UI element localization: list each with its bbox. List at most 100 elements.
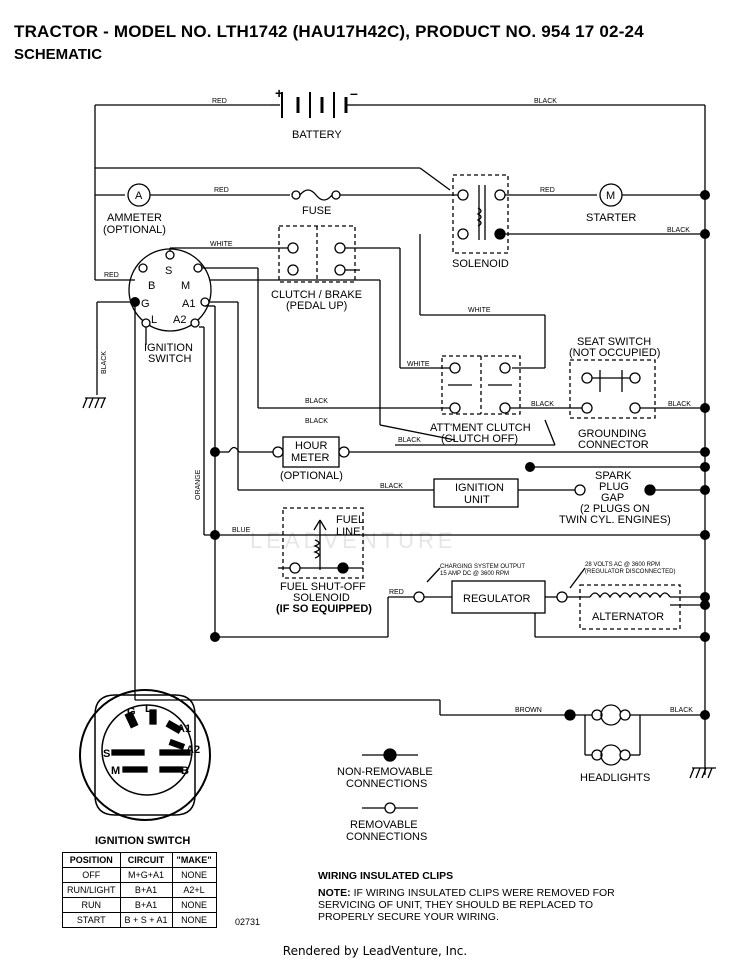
spark-plug-label-3: GAP bbox=[601, 492, 624, 504]
ignition-switch-face: G L A1 S A2 M B bbox=[79, 689, 211, 821]
attachment-clutch-note: (CLUTCH OFF) bbox=[441, 433, 518, 445]
seat-switch-label: SEAT SWITCH bbox=[577, 336, 651, 348]
grounding-connector-label: GROUNDING bbox=[578, 428, 646, 440]
svg-text:A2: A2 bbox=[173, 314, 186, 326]
solenoid-label: SOLENOID bbox=[452, 258, 509, 270]
fuel-solenoid-label: FUEL SHUT-OFF bbox=[280, 581, 366, 593]
headlight-1-symbol bbox=[600, 704, 622, 726]
hour-meter-label: HOUR bbox=[295, 440, 327, 452]
svg-text:L: L bbox=[151, 314, 157, 326]
charging-note-1: CHARGING SYSTEM OUTPUT bbox=[440, 564, 525, 570]
table-row: RUN/LIGHT B+A1 A2+L bbox=[62, 882, 217, 898]
page-subtitle: SCHEMATIC bbox=[14, 46, 103, 63]
svg-text:CONNECTIONS: CONNECTIONS bbox=[346, 778, 427, 790]
table-row: OFF M+G+A1 NONE bbox=[62, 867, 217, 883]
wire-label-orange: ORANGE bbox=[195, 469, 202, 500]
svg-text:G: G bbox=[127, 706, 136, 718]
hour-meter-label-2: METER bbox=[291, 452, 330, 464]
svg-text:S: S bbox=[103, 748, 110, 760]
wire-label-black-battery: BLACK bbox=[534, 98, 557, 105]
table-row: RUN B+A1 NONE bbox=[62, 897, 217, 913]
wire-label-black-seat: BLACK bbox=[531, 401, 554, 408]
wire-label-black-ground-left: BLACK bbox=[101, 351, 108, 374]
legend-removable: REMOVABLE CONNECTIONS bbox=[346, 802, 427, 843]
wire-label-white-attachment: WHITE bbox=[407, 361, 430, 368]
right-rail-junctions bbox=[130, 190, 710, 720]
wire-label-blue: BLUE bbox=[232, 527, 251, 534]
solenoid-box bbox=[452, 174, 509, 254]
wire-label-red-ignition: RED bbox=[104, 272, 119, 279]
legend-non-removable: NON-REMOVABLE CONNECTIONS bbox=[337, 748, 433, 790]
ignition-unit-label: IGNITION bbox=[455, 482, 504, 494]
svg-text:A1: A1 bbox=[177, 723, 191, 735]
headlight-2-symbol bbox=[600, 744, 622, 766]
table-header: CIRCUIT bbox=[119, 852, 173, 868]
ignition-switch-label: IGNITION bbox=[144, 342, 193, 354]
svg-text:M: M bbox=[181, 280, 190, 292]
note-line-1: IF WIRING INSULATED CLIPS WERE REMOVED F… bbox=[353, 887, 615, 899]
fuel-solenoid-label-2: SOLENOID bbox=[293, 592, 350, 604]
wire-label-red-battery: RED bbox=[212, 98, 227, 105]
svg-text:S: S bbox=[165, 265, 172, 277]
svg-text:M: M bbox=[111, 765, 120, 777]
svg-text:CONNECTIONS: CONNECTIONS bbox=[346, 831, 427, 843]
fuel-solenoid-note: (IF SO EQUIPPED) bbox=[276, 603, 372, 615]
ignition-position-table: POSITION CIRCUIT "MAKE" OFF M+G+A1 NONE … bbox=[62, 852, 217, 928]
page-title: TRACTOR - MODEL NO. LTH1742 (HAU17H42C),… bbox=[14, 22, 644, 41]
ignition-switch-label-2: SWITCH bbox=[148, 353, 191, 365]
note-label: NOTE: bbox=[318, 887, 351, 899]
wire-label-black-2: BLACK bbox=[305, 418, 328, 425]
alternator-note-2: (REGULATOR DISCONNECTED) bbox=[585, 569, 675, 575]
table-header: POSITION bbox=[62, 852, 121, 868]
alternator-note-1: 28 VOLTS AC @ 3600 RPM bbox=[585, 562, 660, 568]
battery-label: BATTERY bbox=[292, 129, 342, 141]
wire-label-black-ground: BLACK bbox=[668, 401, 691, 408]
svg-text:M: M bbox=[606, 190, 615, 202]
wire-label-white-clutch: WHITE bbox=[468, 307, 491, 314]
starter-label: STARTER bbox=[586, 212, 636, 224]
wire-label-black-ignition-unit: BLACK bbox=[380, 483, 403, 490]
wire-label-black-solenoid: BLACK bbox=[667, 227, 690, 234]
ignition-unit-label-2: UNIT bbox=[464, 494, 490, 506]
svg-text:–: – bbox=[350, 85, 358, 101]
note-line-3: PROPERLY SECURE YOUR WIRING. bbox=[318, 911, 499, 923]
ignition-switch-symbol bbox=[128, 248, 212, 332]
watermark: LEADVENTURE bbox=[250, 528, 457, 553]
grounding-connector-label-2: CONNECTOR bbox=[578, 439, 649, 451]
svg-text:A1: A1 bbox=[182, 298, 195, 310]
wire-label-red-regulator: RED bbox=[389, 589, 404, 596]
svg-text:L: L bbox=[145, 703, 152, 715]
svg-text:REMOVABLE: REMOVABLE bbox=[350, 819, 418, 831]
diagram-code: 02731 bbox=[235, 917, 261, 927]
battery-symbol: + – bbox=[95, 85, 705, 118]
seat-switch-note: (NOT OCCUPIED) bbox=[569, 347, 660, 359]
fuel-line-label: FUEL bbox=[336, 514, 364, 526]
alternator-label: ALTERNATOR bbox=[592, 611, 664, 623]
note-line-2: SERVICING OF UNIT, THEY SHOULD BE REPLAC… bbox=[318, 899, 594, 911]
attachment-clutch-label: ATT'MENT CLUTCH bbox=[430, 422, 531, 434]
ignition-unit-box bbox=[433, 478, 519, 508]
table-row: START B + S + A1 NONE bbox=[62, 912, 217, 928]
ignition-table-title: IGNITION SWITCH bbox=[95, 835, 191, 847]
footer-credit: Rendered by LeadVenture, Inc. bbox=[282, 944, 468, 958]
clutch-brake-label: CLUTCH / BRAKE bbox=[271, 289, 362, 301]
wire-label-black-1: BLACK bbox=[305, 398, 328, 405]
wire-label-black-headlights: BLACK bbox=[670, 707, 693, 714]
wire-label-red-starter: RED bbox=[540, 187, 555, 194]
wiring-clips-heading: WIRING INSULATED CLIPS bbox=[318, 870, 454, 882]
svg-text:G: G bbox=[141, 298, 150, 310]
spark-plug-label-5: TWIN CYL. ENGINES) bbox=[559, 514, 671, 526]
wire-label-brown: BROWN bbox=[515, 707, 542, 714]
clutch-brake-note: (PEDAL UP) bbox=[286, 300, 347, 312]
table-header: "MAKE" bbox=[171, 852, 217, 868]
regulator-label: REGULATOR bbox=[463, 593, 530, 605]
spark-plug-label-4: (2 PLUGS ON bbox=[580, 503, 650, 515]
spark-plug-label-2: PLUG bbox=[599, 481, 629, 493]
headlights-label: HEADLIGHTS bbox=[580, 772, 650, 784]
wire-label-black-clutch-off: BLACK bbox=[398, 437, 421, 444]
svg-text:B: B bbox=[148, 280, 155, 292]
ammeter-note: (OPTIONAL) bbox=[103, 224, 166, 236]
svg-text:A: A bbox=[135, 190, 143, 202]
charging-note-2: 15 AMP DC @ 3600 RPM bbox=[440, 571, 509, 577]
wire-label-white-ignition: WHITE bbox=[210, 241, 233, 248]
